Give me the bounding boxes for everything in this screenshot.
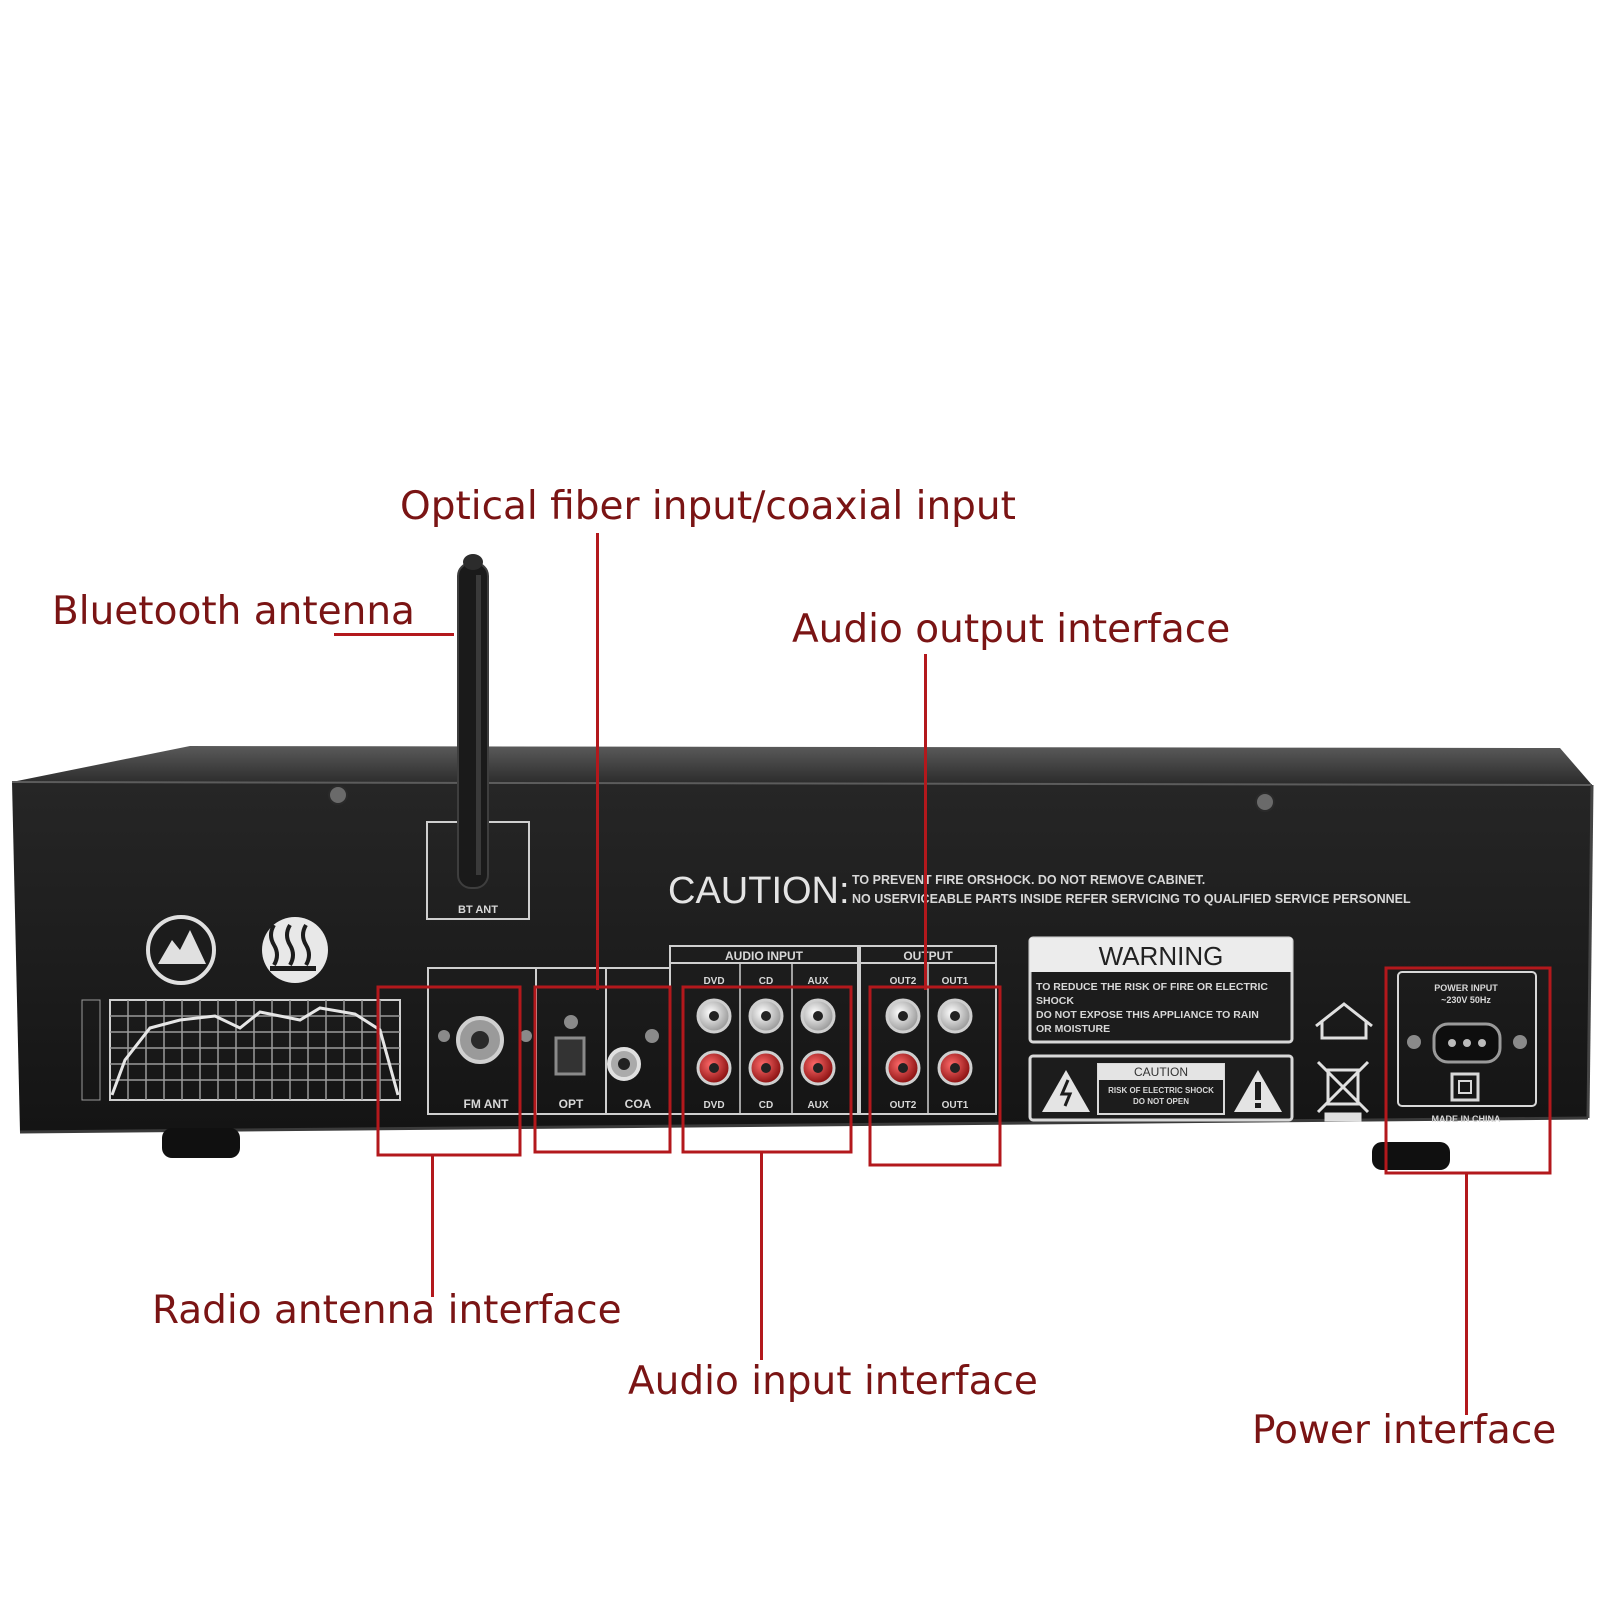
warning-line-1: TO REDUCE THE RISK OF FIRE OR ELECTRIC — [1036, 981, 1268, 993]
output-bottom-label: OUT2 — [890, 1100, 917, 1111]
input-top-label: AUX — [807, 976, 828, 987]
leader-audio-input — [760, 1152, 763, 1360]
bt-ant-label: BT ANT — [458, 904, 498, 916]
weee-bin-icon — [1316, 1060, 1370, 1122]
output-heading: OUTPUT — [903, 949, 953, 963]
made-in-label: MADE IN CHINA — [1432, 1114, 1501, 1124]
rca-jack-center — [898, 1011, 908, 1021]
input-top-label: DVD — [703, 976, 724, 987]
highlight-audio-output — [868, 985, 1002, 1167]
warning-title: WARNING — [1099, 941, 1224, 971]
caution-line-2: NO USERVICEABLE PARTS INSIDE REFER SERVI… — [852, 892, 1411, 906]
callout-audio-input: Audio input interface — [628, 1359, 1038, 1404]
leader-audio-output — [924, 654, 927, 990]
input-bottom-label: CD — [759, 1100, 773, 1111]
rca-jack-center — [813, 1063, 823, 1073]
leader-power — [1465, 1173, 1468, 1415]
warning-label: WARNING TO REDUCE THE RISK OF FIRE OR EL… — [1028, 936, 1294, 1044]
callout-bluetooth-antenna: Bluetooth antenna — [52, 589, 415, 634]
indoor-use-icon — [1315, 1002, 1373, 1040]
input-bottom-label: AUX — [807, 1100, 828, 1111]
foot-left — [162, 1128, 240, 1158]
audio-input-heading: AUDIO INPUT — [725, 949, 804, 963]
highlight-audio-input — [681, 985, 853, 1154]
caution-line-1: TO PREVENT FIRE ORSHOCK. DO NOT REMOVE C… — [852, 873, 1205, 887]
callout-power: Power interface — [1252, 1408, 1557, 1453]
warning-line-4: OR MOISTURE — [1036, 1023, 1110, 1035]
output-bottom-label: OUT1 — [942, 1100, 969, 1111]
optical-port — [554, 1036, 586, 1076]
mountain-emblem — [146, 915, 216, 985]
rca-jack-center — [761, 1063, 771, 1073]
highlight-power — [1384, 966, 1552, 1175]
callout-optical-coaxial: Optical fiber input/coaxial input — [400, 484, 1016, 529]
rca-jack-center — [709, 1011, 719, 1021]
chassis-face — [12, 782, 1592, 1132]
caution-box-title: CAUTION — [1134, 1065, 1188, 1079]
double-insulation-icon — [1450, 1072, 1480, 1102]
frequency-graph — [81, 999, 401, 1101]
rca-jack-center — [761, 1011, 771, 1021]
power-input-module: POWER INPUT ~230V 50Hz MADE IN CHINA — [1397, 971, 1537, 1124]
rca-jack-center — [950, 1063, 960, 1073]
chassis-top — [12, 746, 1592, 785]
coa-label: COA — [625, 1097, 652, 1111]
highlight-optical-coaxial — [533, 985, 672, 1154]
rca-jack-center — [709, 1063, 719, 1073]
leader-bluetooth-horizontal — [334, 633, 454, 636]
callout-audio-output: Audio output interface — [792, 607, 1231, 652]
output-top-label: OUT1 — [942, 976, 969, 987]
fm-ant-label: FM ANT — [464, 1097, 510, 1111]
caution-title: CAUTION: — [668, 870, 850, 912]
screw — [1255, 792, 1275, 812]
input-bottom-label: DVD — [703, 1100, 724, 1111]
digital-input-section: FM ANT OPT COA — [427, 967, 671, 1115]
warning-line-2: SHOCK — [1036, 995, 1074, 1007]
leader-radio-antenna — [431, 1155, 434, 1297]
warning-line-3: DO NOT EXPOSE THIS APPLIANCE TO RAIN — [1036, 1009, 1259, 1021]
highlight-radio-antenna — [376, 985, 522, 1157]
caution-box-line-1: RISK OF ELECTRIC SHOCK — [1108, 1086, 1214, 1095]
power-input-label: POWER INPUT — [1434, 983, 1498, 993]
rca-jack-center — [813, 1011, 823, 1021]
callout-radio-antenna: Radio antenna interface — [152, 1288, 622, 1333]
opt-label: OPT — [559, 1097, 584, 1111]
caution-box-line-2: DO NOT OPEN — [1133, 1097, 1189, 1106]
audio-input-section: AUDIO INPUT DVD DVD CD CD AUX AUX — [669, 945, 859, 1115]
caution-label: CAUTION RISK OF ELECTRIC SHOCK DO NOT OP… — [1028, 1054, 1294, 1122]
leader-optical — [596, 533, 599, 990]
bt-antenna — [457, 562, 489, 889]
rca-jack-center — [950, 1011, 960, 1021]
screw — [328, 785, 348, 805]
foot-right — [1372, 1142, 1450, 1170]
input-top-label: CD — [759, 976, 773, 987]
output-top-label: OUT2 — [890, 976, 917, 987]
power-rating-label: ~230V 50Hz — [1441, 995, 1491, 1005]
rca-jack-center — [898, 1063, 908, 1073]
lightning-warning-icon — [1042, 1070, 1090, 1112]
heat-emblem — [262, 917, 328, 983]
